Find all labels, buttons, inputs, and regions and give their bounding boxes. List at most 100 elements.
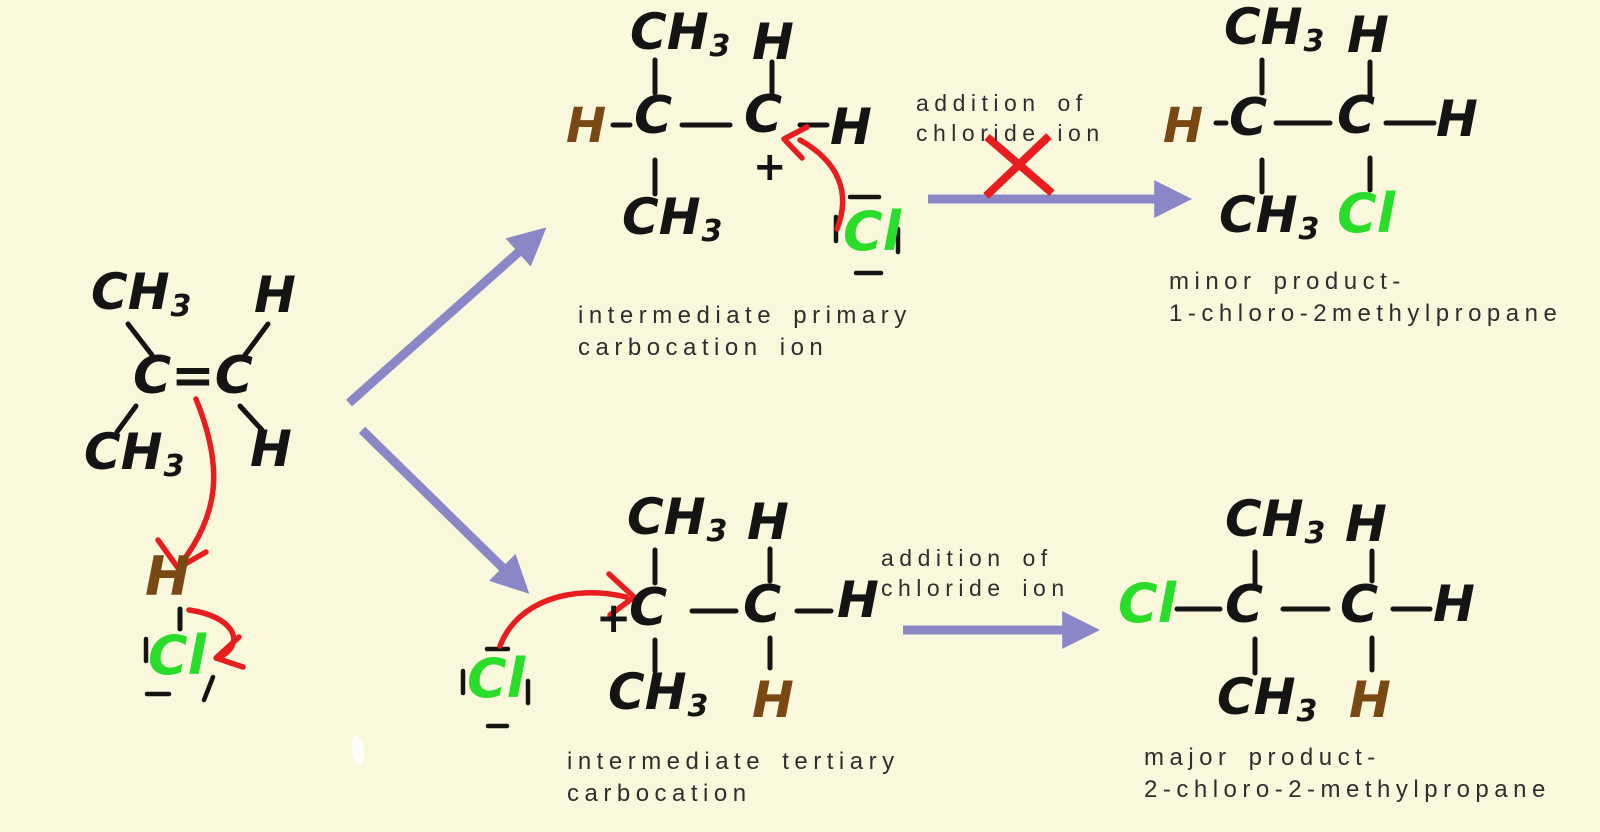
hydrogen-atom: H [830, 98, 872, 156]
label-line: carbocation ion [578, 334, 829, 361]
pathway-arrows [346, 180, 1193, 649]
label-line: 2-chloro-2-methylpropane [1144, 776, 1551, 803]
chloride-ion: Cl [843, 200, 902, 263]
label-line: chloride ion [881, 575, 1070, 601]
methyl-group: CH3 [91, 267, 191, 321]
curved-arrow-cl-to-primary-c [797, 137, 846, 232]
curved-arrow-head [213, 634, 246, 670]
arrow-to-primary-pathway [346, 227, 547, 407]
mechanism-arrows [155, 124, 846, 670]
curved-arrow-cl-to-tertiary-c [497, 590, 629, 649]
hcl-lone-pairs [143, 636, 216, 703]
positive-charge: + [753, 144, 787, 190]
double-bond-carbons: C=C [133, 346, 253, 406]
methyl-group: CH3 [630, 7, 730, 61]
label-line: minor product- [1169, 268, 1406, 295]
minor-product-bonds [1213, 57, 1437, 195]
bond-line [114, 403, 139, 435]
symbol-text: CH [630, 3, 709, 61]
primary-carbocation-bonds [610, 57, 830, 197]
methyl-group: CH3 [1217, 672, 1317, 726]
curved-arrow-head [155, 537, 209, 571]
carbon-atom: C [743, 575, 782, 635]
tertiary-carbocation-label: intermediate tertiary carbocation [567, 746, 900, 810]
label-line: intermediate tertiary [567, 748, 900, 775]
major-product-label: major product- 2-chloro-2-methylpropane [1144, 742, 1551, 806]
symbol-text: CH [1219, 186, 1298, 244]
minor-product-label: minor product- 1-chloro-2methylpropane [1169, 266, 1562, 330]
positive-charge: + [596, 593, 632, 642]
bond-line [125, 321, 155, 358]
carbocation-carbon: C [629, 578, 668, 638]
cross-stroke [983, 133, 1052, 199]
methyl-group: CH3 [622, 192, 722, 246]
symbol-text: CH [1225, 490, 1304, 548]
symbol-text: CH [1224, 0, 1303, 56]
hydrogen-atom: H [1347, 6, 1389, 64]
symbol-subscript: 3 [1298, 211, 1320, 247]
chloride-ion: Cl [467, 647, 526, 710]
label-line: major product- [1144, 744, 1381, 771]
reactant-bonds [114, 321, 271, 632]
hydrogen-atom: H [837, 571, 879, 629]
bond-line [237, 403, 265, 433]
hydrogen-atom: H [1345, 495, 1387, 553]
carbon-atom: C [634, 86, 673, 146]
added-hydrogen-atom: H [752, 671, 794, 729]
hydrogen-atom: H [747, 493, 789, 551]
hcl-hydrogen-atom: H [145, 545, 191, 608]
hydrogen-atom: H [250, 420, 292, 478]
label-line: 1-chloro-2methylpropane [1169, 300, 1563, 327]
chlorine-atom: Cl [1337, 182, 1396, 245]
hydrogen-atom: H [752, 13, 794, 71]
methyl-group: CH3 [1224, 2, 1324, 56]
lone-pair-dash [201, 674, 216, 703]
added-hydrogen-atom: H [1163, 98, 1204, 154]
primary-carbocation-label: intermediate primary carbocation ion [578, 300, 912, 364]
label-line: carbocation [567, 780, 752, 807]
symbol-text: CH [84, 423, 163, 481]
added-hydrogen-atom: H [1349, 671, 1391, 729]
tertiary-chloride-lone-pairs [460, 646, 531, 729]
carbon-atom: C [1337, 86, 1376, 146]
symbol-subscript: 3 [709, 28, 731, 64]
added-hydrogen-atom: H [566, 98, 607, 154]
carbon-atom: C [1340, 575, 1379, 635]
methyl-group: CH3 [84, 427, 184, 481]
methyl-group: CH3 [1219, 190, 1319, 244]
methyl-group: CH3 [627, 492, 727, 546]
symbol-text: CH [627, 488, 706, 546]
carbon-atom: C [1229, 88, 1268, 148]
hydrogen-atom: H [1436, 90, 1478, 148]
hcl-chlorine-atom: Cl [148, 624, 207, 687]
tertiary-carbocation-bonds [652, 546, 834, 674]
symbol-text: CH [608, 663, 687, 721]
symbol-subscript: 3 [687, 688, 709, 724]
symbol-subscript: 3 [163, 448, 185, 484]
top-reaction-label: addition of chloride ion [916, 88, 1105, 148]
symbol-subscript: 3 [701, 213, 723, 249]
symbol-subscript: 3 [170, 288, 192, 324]
symbol-subscript: 3 [706, 513, 728, 549]
chlorine-atom: Cl [1118, 572, 1177, 635]
hydrogen-atom: H [1433, 575, 1475, 633]
curved-arrow-hcl-to-cl [186, 607, 237, 659]
symbol-subscript: 3 [1296, 693, 1318, 729]
symbol-text: CH [91, 263, 170, 321]
hydrogen-atom: H [254, 266, 296, 324]
symbol-subscript: 3 [1303, 23, 1325, 59]
label-line: chloride ion [916, 120, 1105, 146]
carbon-atom: C [1225, 575, 1264, 635]
bond-line [242, 321, 271, 358]
bottom-reaction-label: addition of chloride ion [881, 543, 1070, 603]
red-cross [983, 133, 1055, 199]
symbol-text: CH [622, 188, 701, 246]
carbocation-carbon: C [744, 85, 783, 145]
label-line: intermediate primary [578, 302, 912, 329]
major-product-bonds [1174, 548, 1433, 676]
curved-arrow-pi-to-h [177, 396, 217, 568]
curved-arrow-head [781, 124, 810, 161]
symbol-subscript: 3 [1304, 515, 1326, 551]
curved-arrow-head [606, 571, 637, 618]
